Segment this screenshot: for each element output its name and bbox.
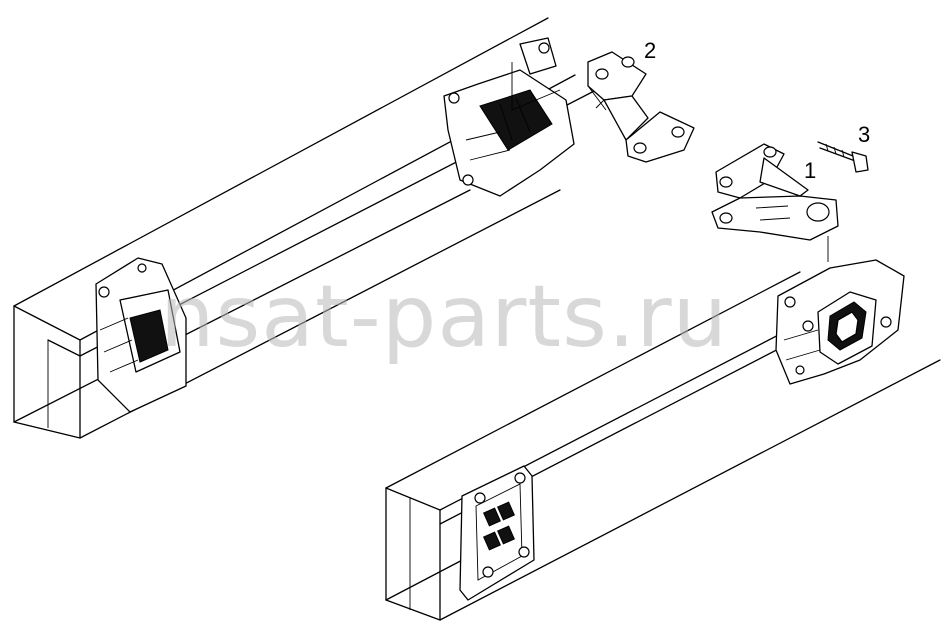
- bracket-part-2: [587, 51, 695, 163]
- watermark-text: nsat-parts.ru: [160, 267, 728, 367]
- callout-1-label: 1: [804, 158, 816, 183]
- left-rail-rear-mount: [443, 37, 575, 197]
- right-rail-side-bracket: [459, 465, 535, 601]
- left-rail-front-mount: [95, 257, 187, 413]
- callout-1: 1: [804, 158, 816, 183]
- bolt-part-3: [817, 141, 869, 173]
- right-rail-mount: [775, 259, 905, 385]
- callout-2-label: 2: [644, 38, 656, 63]
- callout-2: 2: [644, 38, 656, 63]
- callout-3: 3: [858, 122, 870, 147]
- bracket-part-1: [711, 143, 839, 262]
- callout-3-label: 3: [858, 122, 870, 147]
